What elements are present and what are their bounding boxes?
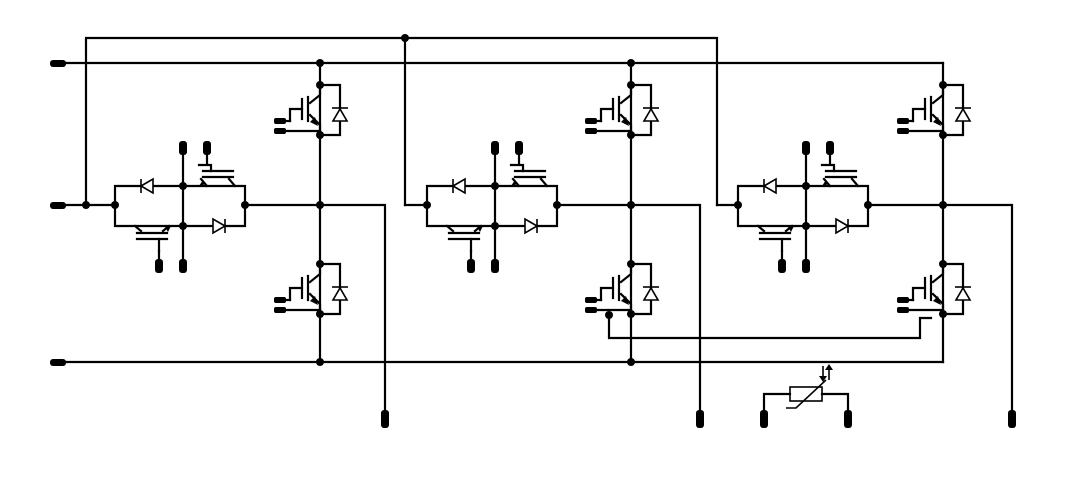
igbt-low-2 — [583, 262, 661, 316]
bidir-switch-3 — [732, 163, 874, 253]
phase-leg-2 — [403, 59, 704, 428]
emitter-link — [605, 311, 933, 340]
output-terminal-2 — [696, 410, 704, 428]
bidir-switch-2 — [421, 163, 563, 253]
output-terminal-1 — [381, 410, 389, 428]
thermistor-terminal-2 — [844, 410, 852, 428]
phase-leg-3 — [715, 61, 1016, 428]
bidir-switch-1 — [109, 163, 251, 253]
igbt-low-1 — [272, 262, 350, 316]
thermistor — [760, 364, 852, 428]
dc-bus-wiring — [56, 34, 945, 364]
igbt-high-2 — [583, 83, 661, 137]
igbt-high-1 — [272, 83, 350, 137]
input-terminals — [50, 60, 66, 366]
thermistor-terminal-1 — [760, 410, 768, 428]
terminal-negative — [50, 359, 66, 366]
igbt-high-3 — [895, 83, 973, 137]
terminal-neutral — [50, 202, 66, 209]
output-terminal-3 — [1008, 410, 1016, 428]
igbt-low-3 — [895, 262, 973, 316]
phase-leg-1 — [109, 59, 389, 428]
terminal-positive — [50, 60, 66, 67]
